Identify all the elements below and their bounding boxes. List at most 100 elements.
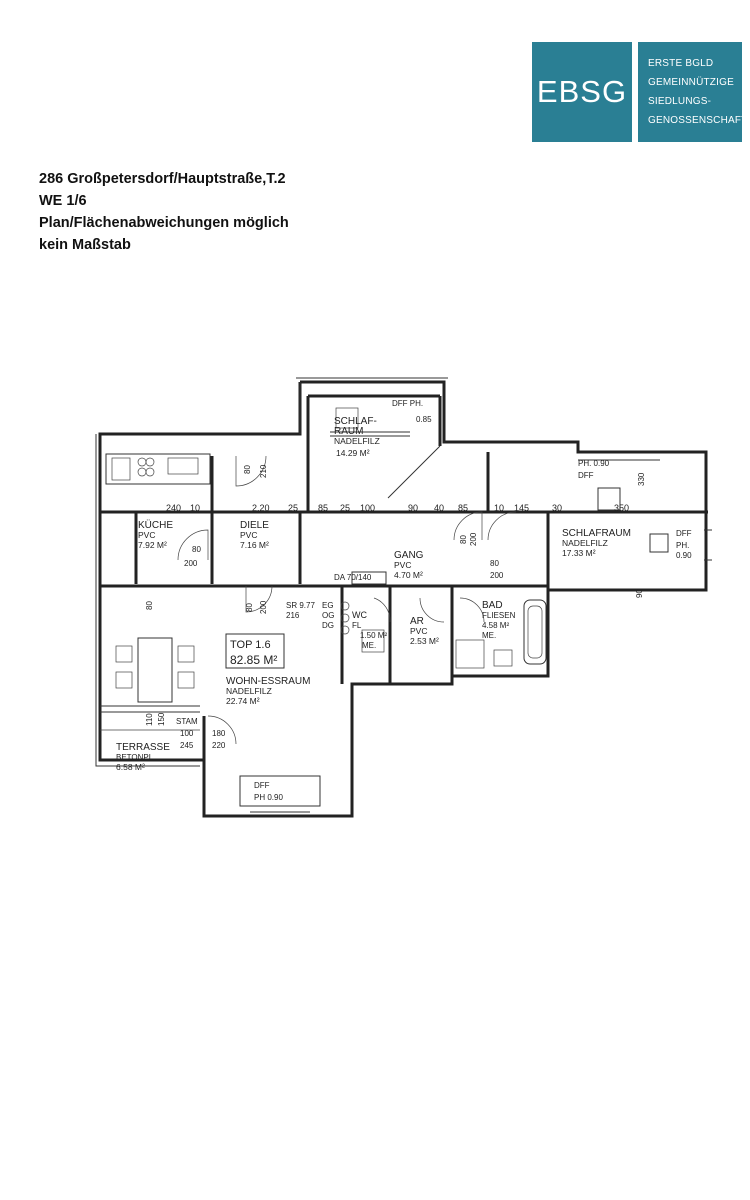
disclaimer-line: Plan/Flächenabweichungen möglich — [39, 215, 289, 231]
dim-label: STAM — [176, 717, 198, 726]
dim-label: 150 — [157, 712, 166, 726]
address-line: 286 Großpetersdorf/Hauptstraße,T.2 — [39, 171, 286, 187]
dim-label: 80 — [490, 559, 499, 568]
room-name: WC — [352, 610, 367, 620]
dim-label: 2.20 — [252, 503, 270, 513]
room-floor: BETONPL — [116, 753, 154, 762]
dim-label: PH. 0.90 — [578, 459, 610, 468]
dim-label: 80 — [243, 465, 252, 474]
room-name: RAUM — [334, 426, 363, 437]
dim-label: 100 — [180, 729, 194, 738]
room-floor: FLIESEN — [482, 611, 516, 620]
ebsg-logo: EBSG ERSTE BGLD GEMEINNÜTZIGE SIEDLUNGS-… — [532, 42, 747, 142]
room-floor: FL — [352, 621, 362, 630]
dim-label: 240 — [166, 503, 181, 513]
dim-label: PH. — [676, 541, 689, 550]
dim-label: 90 — [408, 503, 418, 513]
toilet-icon — [361, 629, 385, 653]
logo-line: ERSTE BGLD — [648, 58, 714, 69]
dim-label: 85 — [318, 503, 328, 513]
dimension-labels: DFF PH. 0.85 PH. 0.90 DFF 330 DFF PH. 0.… — [145, 399, 692, 802]
dim-label: 200 — [184, 559, 198, 568]
dim-label: DG — [322, 621, 334, 630]
dim-label: 200 — [259, 600, 268, 614]
dim-label: 350 — [614, 503, 629, 513]
dim-label: DFF PH. — [392, 399, 423, 408]
fixtures — [100, 407, 669, 807]
room-floor: NADELFILZ — [562, 538, 608, 548]
dim-label: 145 — [514, 503, 529, 513]
unit-name: TOP 1.6 — [230, 639, 271, 651]
room-area: 17.33 M² — [562, 548, 596, 558]
dim-label: 180 — [212, 729, 226, 738]
bathtub-icon — [523, 599, 547, 665]
dim-label: OG — [322, 611, 334, 620]
room-floor: PVC — [138, 530, 155, 540]
room-name: TERRASSE — [116, 742, 170, 753]
room-floor: PVC — [240, 530, 257, 540]
dim-label: 330 — [637, 472, 646, 486]
room-area: 1.50 M² — [360, 631, 387, 640]
dim-label: DFF — [254, 781, 270, 790]
unit-area: 82.85 M² — [230, 653, 277, 667]
windows — [250, 431, 712, 813]
room-floor: NADELFILZ — [226, 686, 272, 696]
logo-line: SIEDLUNGS- — [648, 96, 712, 107]
room-area: 22.74 M² — [226, 696, 260, 706]
logo-line: GENOSSENSCHAFT — [648, 115, 748, 126]
room-name: WOHN-ESSRAUM — [226, 676, 310, 687]
dim-label: 80 — [459, 535, 468, 544]
washbasin-icon — [493, 649, 513, 667]
room-name: KÜCHE — [138, 519, 173, 531]
room-area: 7.16 M² — [240, 540, 269, 550]
dim-label: 40 — [434, 503, 444, 513]
dim-label: 10 — [494, 503, 504, 513]
dim-label: 220 — [212, 741, 226, 750]
dim-label: 0.85 — [416, 415, 432, 424]
dim-label: 30 — [552, 503, 562, 513]
room-labels: SCHLAF- RAUM NADELFILZ 14.29 M² SCHLAFRA… — [116, 416, 631, 772]
dim-label: 80 — [145, 601, 154, 610]
room-area: 2.53 M² — [410, 636, 439, 646]
outer-walls: SCHLAF- RAUM NADELFILZ 14.29 M² SCHLAFRA… — [95, 377, 712, 818]
unit-line: WE 1/6 — [39, 193, 87, 209]
room-floor: NADELFILZ — [334, 436, 380, 446]
document-header: 286 Großpetersdorf/Hauptstraße,T.2 WE 1/… — [39, 168, 289, 256]
dim-label: 200 — [490, 571, 504, 580]
dim-label: 216 — [286, 611, 300, 620]
dim-label: DA 70/140 — [334, 573, 372, 582]
logo-text: ERSTE BGLD GEMEINNÜTZIGE SIEDLUNGS- GENO… — [648, 54, 747, 130]
room-name: BAD — [482, 600, 503, 611]
dim-label: DFF — [676, 529, 692, 538]
room-area: 7.92 M² — [138, 540, 167, 550]
logo-box-left — [532, 42, 632, 142]
logo-abbr: EBSG — [536, 74, 628, 109]
dining-table — [137, 637, 173, 703]
logo-box-right — [638, 42, 742, 142]
room-area: 6.58 M² — [116, 762, 145, 772]
dim-label: 85 — [458, 503, 468, 513]
room-extra: ME. — [482, 631, 496, 640]
dim-label: DFF — [578, 471, 594, 480]
room-floor: PVC — [410, 626, 427, 636]
room-floor: PVC — [394, 560, 411, 570]
room-name: GANG — [394, 550, 424, 561]
dim-label: 80 — [192, 545, 201, 554]
dim-label: 25 — [340, 503, 350, 513]
room-name: SCHLAFRAUM — [562, 528, 631, 539]
dim-label: 25 — [288, 503, 298, 513]
room-name: DIELE — [240, 520, 269, 531]
kitchen-counter — [105, 453, 211, 485]
dim-label: PH 0.90 — [254, 793, 283, 802]
dim-label: SR 9.77 — [286, 601, 315, 610]
dim-label: EG — [322, 601, 334, 610]
logo-line: GEMEINNÜTZIGE — [648, 77, 734, 88]
dim-label: 200 — [469, 532, 478, 546]
dim-label: 245 — [180, 741, 194, 750]
unit-box — [225, 633, 285, 669]
dim-label: 0.90 — [676, 551, 692, 560]
room-extra: ME. — [362, 641, 376, 650]
dim-label: 10 — [190, 503, 200, 513]
dim-label: 90 — [635, 589, 644, 598]
room-area: 4.58 M² — [482, 621, 509, 630]
